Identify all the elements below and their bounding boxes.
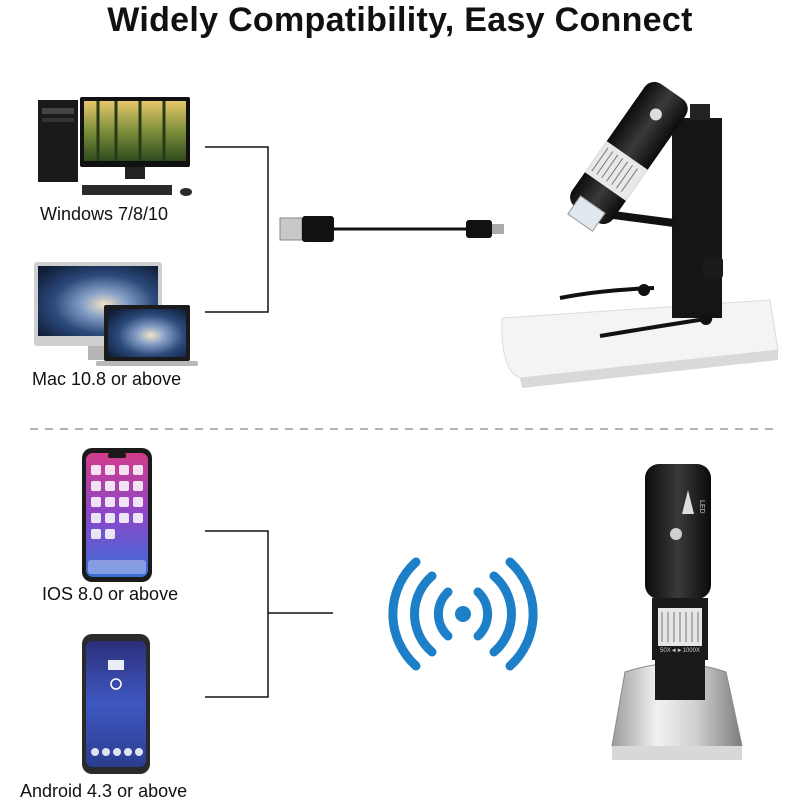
iphone-icon (82, 448, 152, 582)
microscope-on-base-icon (611, 464, 743, 760)
wired-connector-lines (205, 146, 269, 313)
ios-label: IOS 8.0 or above (42, 584, 179, 604)
wireless-connector-lines (205, 530, 333, 698)
android-label: Android 4.3 or above (20, 781, 188, 801)
microscope-led-marking: LED (698, 500, 705, 514)
windows-label: Windows 7/8/10 (40, 204, 169, 224)
page-title: Widely Compatibility, Easy Connect (107, 1, 693, 39)
wifi-signal-icon (388, 557, 538, 671)
usb-cable-icon (279, 216, 504, 242)
windows-desktop-pc-icon (38, 97, 192, 196)
android-phone-icon (82, 634, 150, 774)
microscope-range-marking: 50X◄►1000X (660, 648, 700, 654)
mac-label: Mac 10.8 or above (32, 369, 182, 389)
microscope-on-stand-icon (501, 81, 779, 388)
mac-imac-macbook-icon (34, 262, 198, 366)
